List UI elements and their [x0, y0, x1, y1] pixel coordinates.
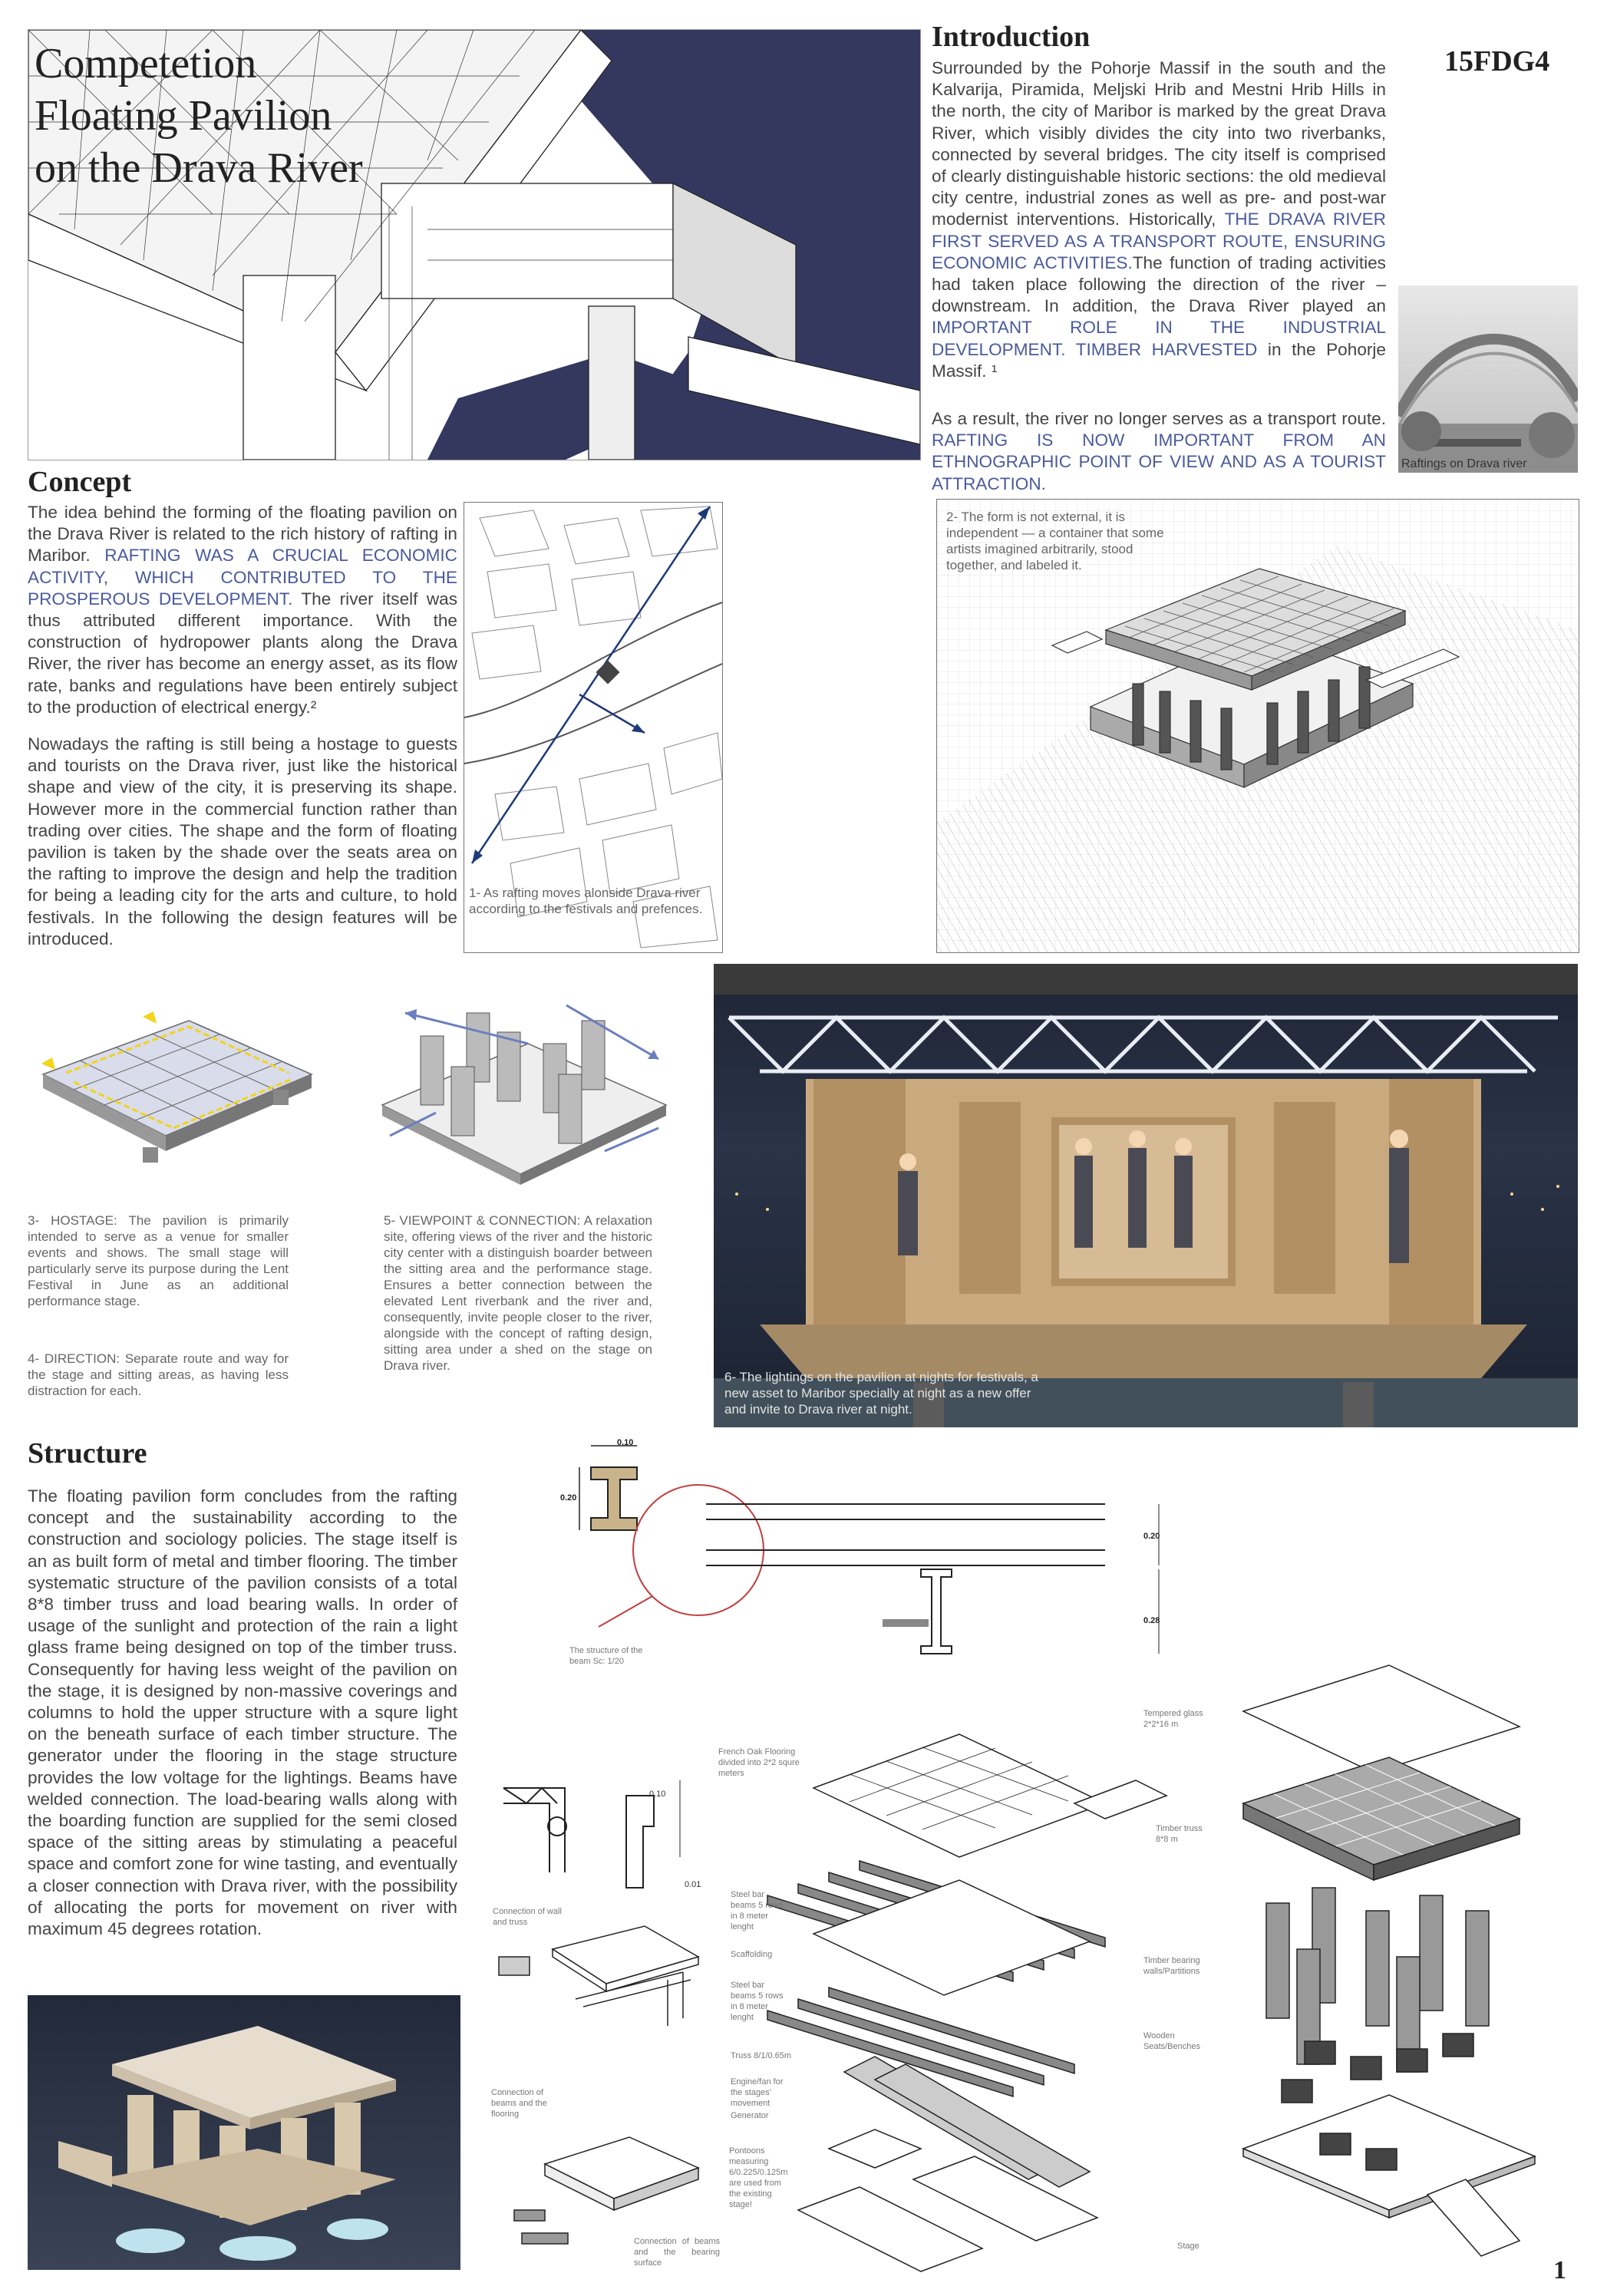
poster-title-line-3: on the Drava River [35, 144, 363, 192]
exploded-label-seats: Wooden Seats/Benches [1143, 2031, 1200, 2051]
viewpoint-text: 5- VIEWPOINT & CONNECTION: A relaxation … [384, 1213, 652, 1373]
beam-connection-detail: 0.20 0.28 [568, 1473, 1182, 1673]
rafting-photo-caption: Raftings on Drava river [1401, 457, 1527, 470]
exploded-label-flooring: French Oak Flooring divided into 2*2 squ… [718, 1747, 800, 1778]
beam-dim-top: 0.10 [617, 1438, 634, 1447]
introduction-body-2: As a result, the river no longer serves … [932, 409, 1386, 493]
concept-body-2: Nowadays the rafting is still being a ho… [28, 734, 457, 948]
pavilion-water-render [28, 1995, 460, 2270]
night-render-caption: 6- The lightings on the pavilion at nigh… [724, 1370, 1038, 1417]
poster-code: 15FDG4 [1444, 45, 1550, 78]
beam-caption: The structure of the beam Sc: 1/20 [569, 1646, 643, 1666]
introduction-heading: Introduction [932, 21, 1091, 53]
wall-truss-connection: 0.10 0.01 [496, 1765, 701, 1903]
detail-dim-2: 0.28 [1143, 1616, 1160, 1625]
beam-dim-side: 0.20 [560, 1493, 577, 1503]
site-map-caption: 1- As rafting moves alonside Drava river… [469, 886, 703, 916]
hostage-diagram [28, 990, 319, 1182]
exploded-stage-diagram [721, 1719, 1197, 2279]
wall-truss-dim-2: 0.01 [685, 1880, 701, 1889]
page-number: 1 [1553, 2256, 1566, 2284]
hero-render: Competetion Floating Pavilion on the Dra… [28, 29, 921, 460]
form-diagram-panel: 2- The form is not external, it is indep… [936, 499, 1579, 953]
introduction-body: Surrounded by the Pohorje Massif in the … [932, 58, 1386, 381]
exploded-label-bearing-walls: Timber bearing walls/Partitions [1143, 1956, 1200, 1976]
direction-text: 4- DIRECTION: Separate route and way for… [28, 1351, 289, 1398]
concept-body: The idea behind the forming of the float… [28, 503, 457, 717]
exploded-label-stage: Stage [1177, 2242, 1199, 2251]
structure-body: The floating pavilion form concludes fro… [28, 1486, 457, 1939]
rafting-photo: Raftings on Drava river [1398, 285, 1578, 473]
beam-floor-connection [491, 1918, 706, 2072]
beam-bearing-connection [499, 2133, 714, 2271]
detail-dim-1: 0.20 [1143, 1532, 1160, 1541]
poster-title-line-1: Competetion [35, 40, 257, 87]
exploded-label-truss: Truss 8/1/0.65m [731, 2051, 792, 2060]
wall-truss-dim-1: 0.10 [649, 1790, 666, 1799]
bearing-caption: Connection of beams and the bearing surf… [634, 2237, 720, 2268]
exploded-label-engine: Engine/fan for the stages' movement [731, 2077, 784, 2108]
exploded-label-scaffolding: Scaffolding [731, 1950, 773, 1959]
wall-truss-caption: Connection of wall and truss [493, 1907, 562, 1927]
concept-heading: Concept [28, 466, 132, 498]
exploded-label-glass: Tempered glass 2*2*16 m [1143, 1709, 1203, 1729]
hostage-text: 3- HOSTAGE: The pavilion is primarily in… [28, 1213, 289, 1308]
exploded-label-generator: Generator [731, 2111, 769, 2120]
viewpoint-diagram [375, 998, 674, 1189]
night-render: 6- The lightings on the pavilion at nigh… [714, 964, 1578, 1427]
exploded-label-timber-truss: Timber truss 8*8 m [1156, 1824, 1203, 1844]
exploded-label-steel-beams-1: Steel bar beams 5 rows in 8 meter lenght [731, 1890, 784, 1931]
beam-floor-caption: Connection of beams and the flooring [491, 2088, 547, 2119]
structure-heading: Structure [28, 1437, 147, 1470]
site-map-panel: 1- As rafting moves alonside Drava river… [464, 502, 723, 953]
poster-title-line-2: Floating Pavilion [35, 92, 332, 140]
exploded-label-steel-beams-2: Steel bar beams 5 rows in 8 meter lenght [731, 1981, 784, 2022]
form-caption: 2- The form is not external, it is indep… [946, 510, 1164, 572]
exploded-pavilion-diagram [1197, 1658, 1581, 2264]
exploded-label-pontoons: Pontoons measuring 6/0.225/0.125m are us… [729, 2146, 788, 2209]
